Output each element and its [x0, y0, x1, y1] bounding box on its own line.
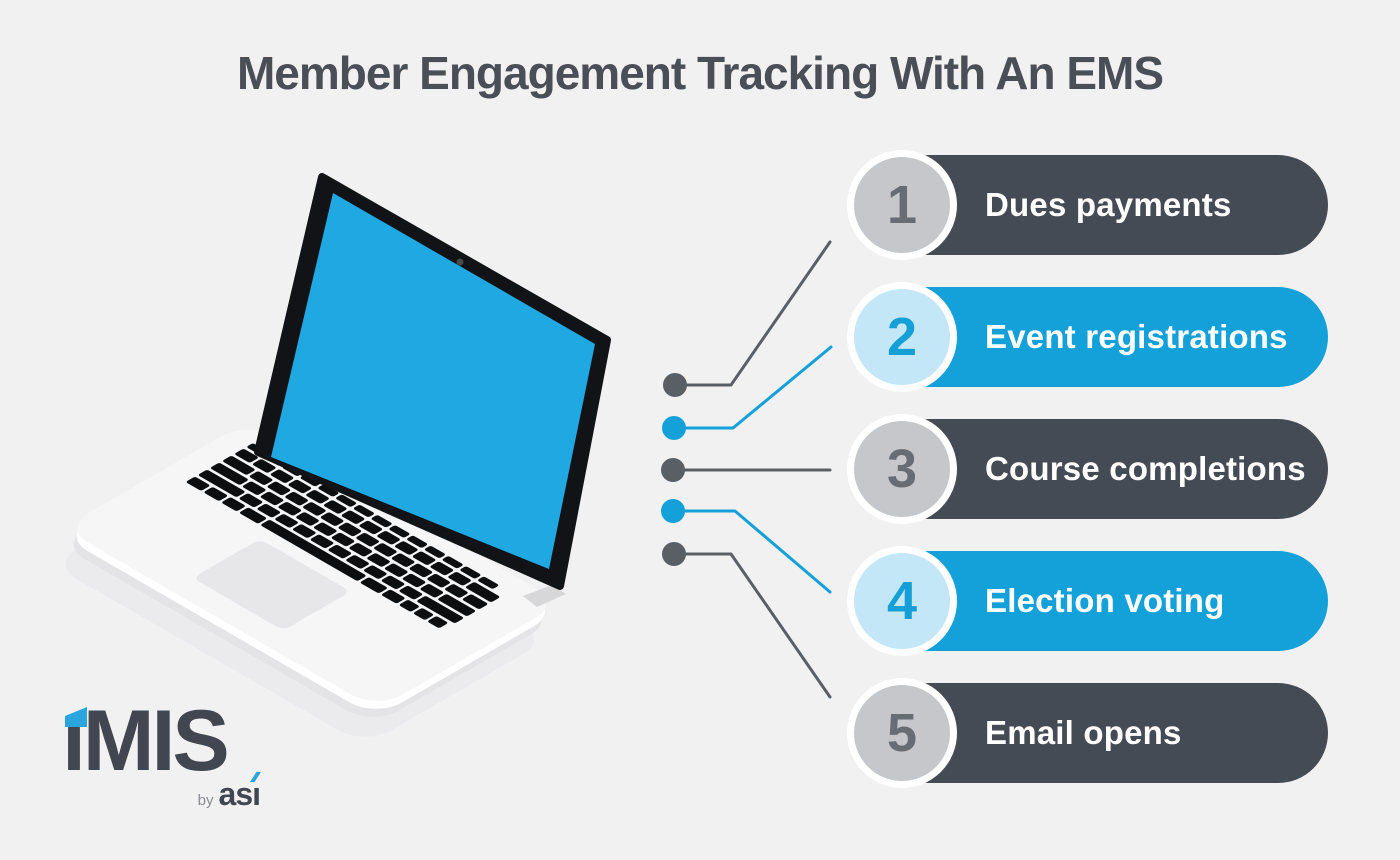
byline-prefix: by — [197, 792, 214, 809]
hinge — [523, 585, 566, 607]
step-number-badge: 3 — [847, 414, 957, 524]
step-number-badge: 4 — [847, 546, 957, 656]
screen-display — [271, 193, 595, 569]
step-number: 3 — [886, 439, 918, 499]
trackpad — [196, 541, 347, 629]
page-title: Member Engagement Tracking With An EMS — [236, 47, 1164, 99]
connector-dot — [663, 373, 687, 397]
step-number: 2 — [886, 307, 918, 367]
connector-dot — [662, 416, 686, 440]
connector-dot — [662, 542, 686, 566]
step-number: 4 — [886, 571, 918, 631]
engagement-pill: 5 Email opens — [847, 678, 1328, 788]
engagement-pill: 2 Event registrations — [847, 282, 1328, 392]
step-number-badge: 1 — [847, 150, 957, 260]
connector-dot — [661, 458, 685, 482]
step-number-badge: 2 — [847, 282, 957, 392]
engagement-pill: 3 Course completions — [847, 414, 1328, 524]
connector-dot — [661, 499, 685, 523]
engagement-label: Election voting — [985, 582, 1225, 619]
engagement-label: Event registrations — [985, 318, 1288, 355]
engagement-pill: 4 Election voting — [847, 546, 1328, 656]
engagement-pill: 1 Dues payments — [847, 150, 1328, 260]
step-number-badge: 5 — [847, 678, 957, 788]
laptop-screen — [254, 173, 611, 590]
asi-wordmark: ası — [219, 772, 261, 810]
connectors — [661, 240, 833, 699]
engagement-label: Course completions — [985, 450, 1306, 487]
step-number: 1 — [886, 175, 918, 235]
asi-i-accent-icon — [249, 772, 261, 782]
engagement-label: Dues payments — [985, 186, 1232, 223]
engagement-label: Email opens — [985, 714, 1182, 751]
step-number: 5 — [886, 703, 918, 763]
laptop-body — [62, 421, 562, 710]
webcam-icon — [456, 258, 464, 266]
keyboard-keys — [186, 443, 500, 628]
imis-wordmark: ıMIS — [62, 693, 230, 789]
